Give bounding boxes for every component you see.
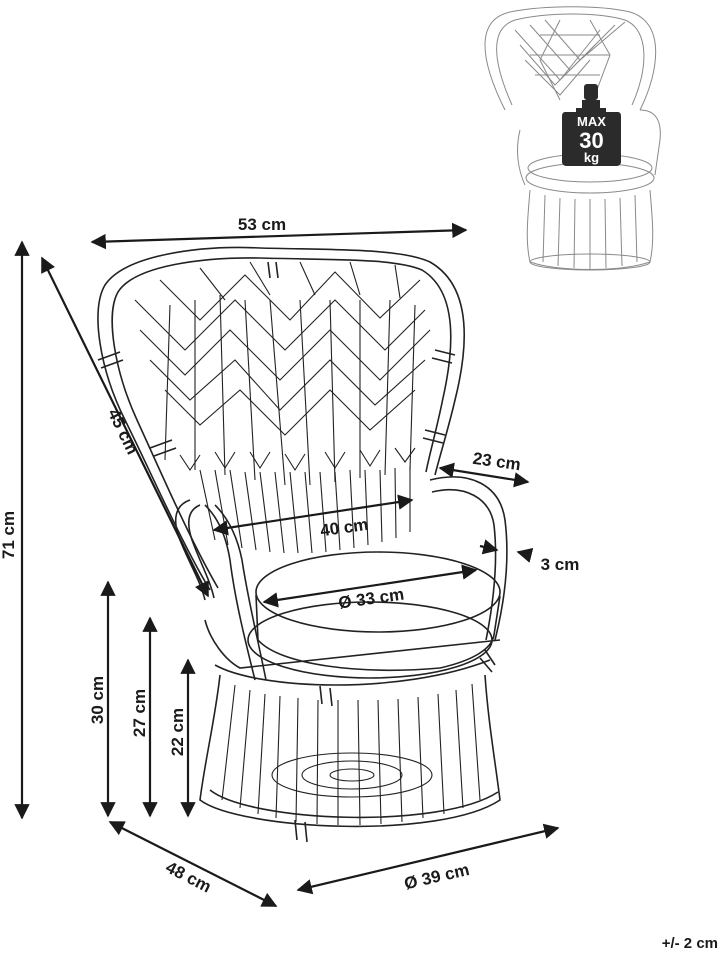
chair-illustration bbox=[97, 246, 508, 843]
dim-base-diameter: Ø 39 cm bbox=[402, 860, 471, 893]
tolerance-note: +/- 2 cm bbox=[662, 935, 718, 952]
dim-height-22: 22 cm bbox=[168, 708, 187, 756]
dim-height-27: 27 cm bbox=[130, 689, 149, 737]
dimension-lines bbox=[14, 222, 560, 907]
dim-width-top: 53 cm bbox=[238, 215, 286, 234]
badge-line3: kg bbox=[584, 150, 599, 165]
dim-total-height: 71 cm bbox=[0, 511, 18, 559]
dim-back-diagonal: 45 cm bbox=[104, 406, 142, 458]
thumbnail-chair bbox=[484, 6, 661, 271]
dim-armrest-depth: 23 cm bbox=[472, 449, 522, 475]
max-weight-badge: MAX 30 kg bbox=[562, 84, 621, 166]
dim-height-30: 30 cm bbox=[88, 676, 107, 724]
badge-line1: MAX bbox=[577, 114, 606, 129]
dim-inner-width: 40 cm bbox=[319, 515, 369, 541]
badge-line2: 30 bbox=[579, 128, 603, 153]
dim-armrest-thickness: 3 cm bbox=[541, 555, 580, 574]
dim-depth: 48 cm bbox=[163, 858, 215, 897]
